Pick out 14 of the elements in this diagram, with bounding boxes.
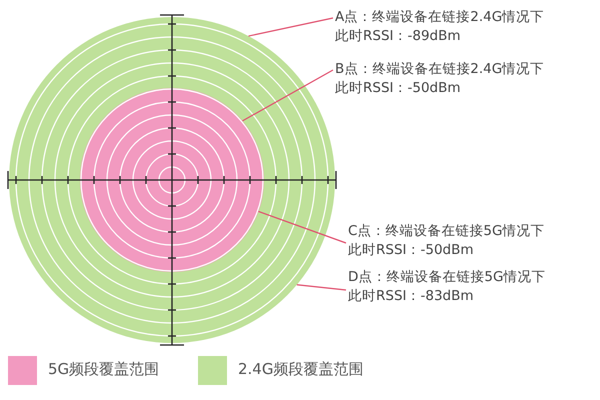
callout-heading: A点：终端设备在链接2.4G情况下 <box>335 8 544 27</box>
callout-heading: C点：终端设备在链接5G情况下 <box>348 222 544 241</box>
rssi-value: 此时RSSI：-83dBm <box>348 287 474 306</box>
callout-heading: B点：终端设备在链接2.4G情况下 <box>335 60 544 79</box>
legend-label: 2.4G频段覆盖范围 <box>238 360 364 379</box>
leader-line <box>242 69 334 122</box>
legend-label: 5G频段覆盖范围 <box>48 360 160 379</box>
rssi-value: 此时RSSI：-50dBm <box>335 79 461 98</box>
rssi-value: 此时RSSI：-50dBm <box>348 241 474 260</box>
rssi-value: 此时RSSI：-89dBm <box>335 27 461 46</box>
callout-heading: D点：终端设备在链接5G情况下 <box>348 268 546 287</box>
leader-line <box>258 210 346 244</box>
leader-line <box>248 17 334 37</box>
leader-line <box>296 284 346 291</box>
